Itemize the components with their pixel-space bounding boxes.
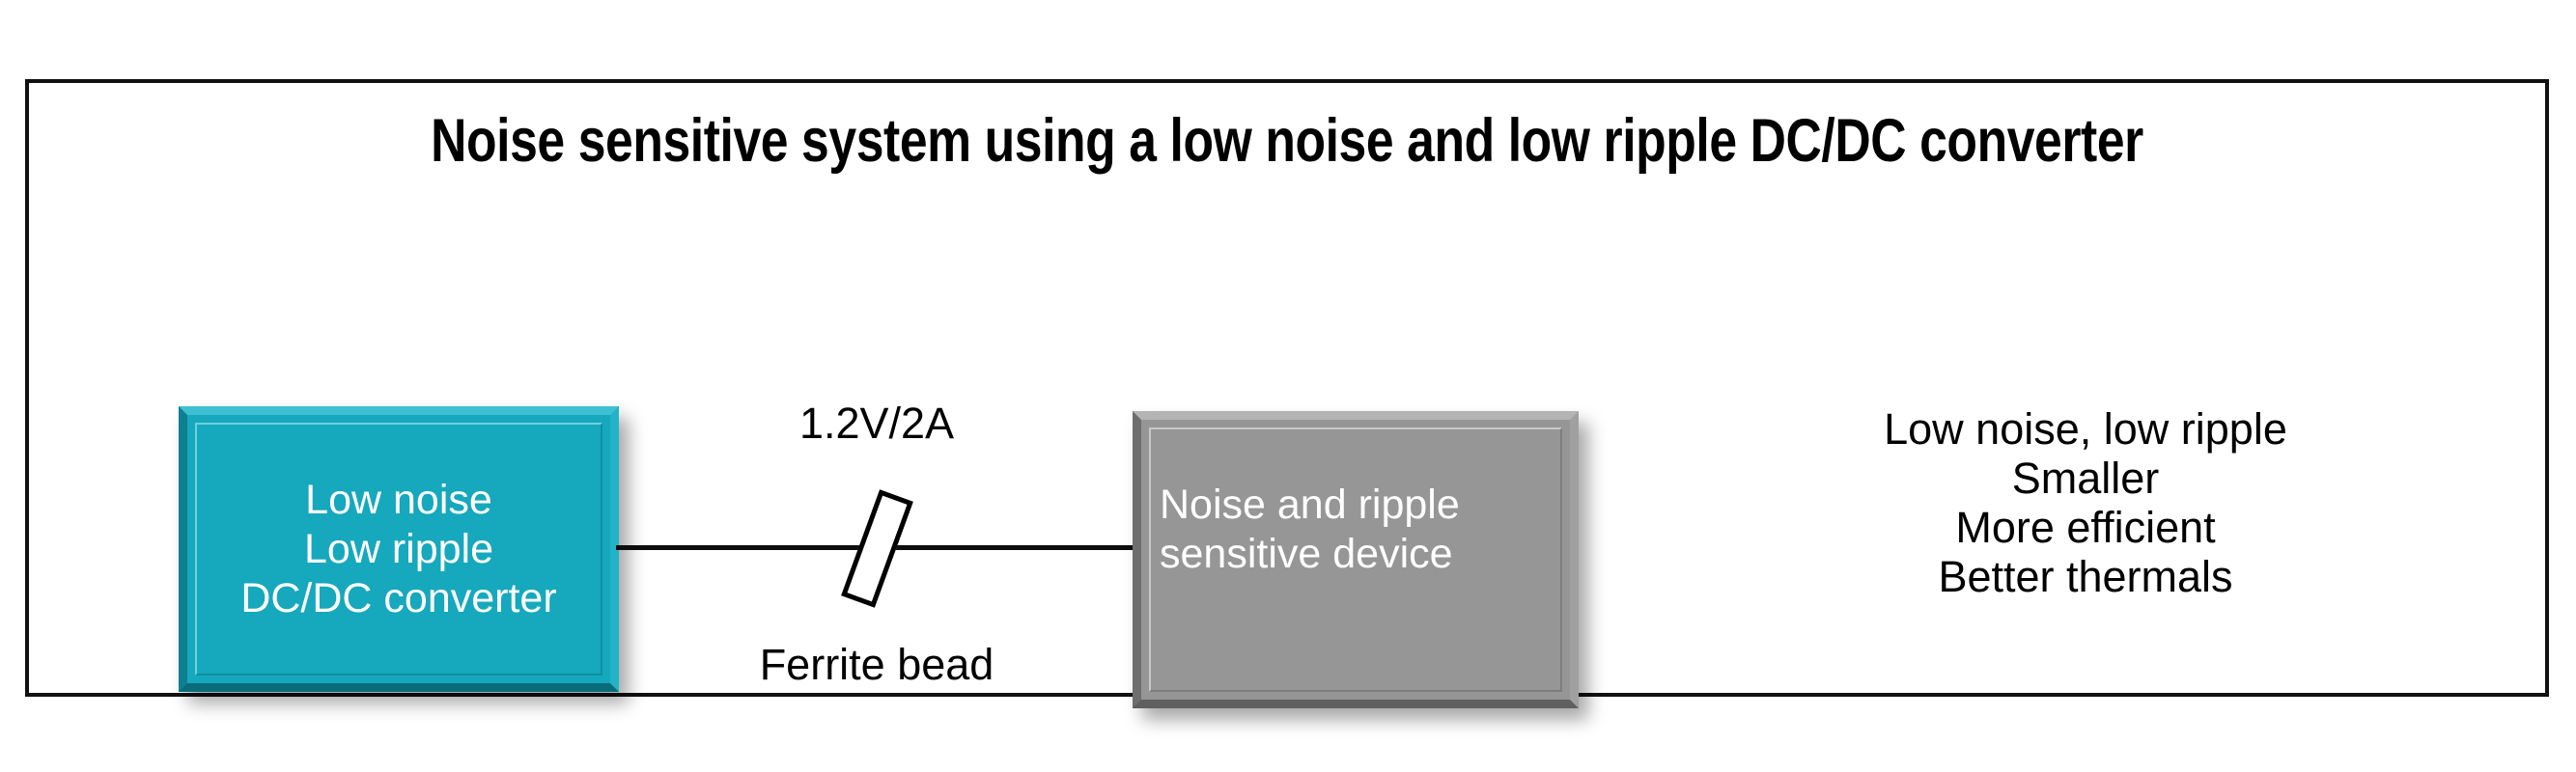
device-line-2: sensitive device: [1160, 531, 1453, 577]
converter-block-label: Low noise Low ripple DC/DC converter: [179, 406, 619, 692]
device-line-1: Noise and ripple: [1160, 482, 1460, 528]
benefit-item: Smaller: [2011, 454, 2160, 503]
voltage-label: 1.2V/2A: [798, 399, 955, 448]
slide-frame: Noise sensitive system using a low noise…: [25, 79, 2549, 708]
ferrite-bead-label: Ferrite bead: [759, 640, 994, 689]
device-block-face: [1133, 411, 1579, 708]
benefits-list: Low noise, low ripple Smaller More effic…: [1786, 404, 2385, 601]
device-block-bevel: [1149, 427, 1562, 692]
device-block-label: Noise and ripple sensitive device: [1133, 411, 1579, 708]
page-title: Noise sensitive system using a low noise…: [431, 107, 2143, 175]
converter-line-3: DC/DC converter: [240, 574, 557, 621]
converter-block[interactable]: Low noise Low ripple DC/DC converter: [179, 406, 619, 692]
converter-block-face: [179, 406, 619, 692]
converter-block-bevel: [195, 423, 602, 676]
benefit-item: More efficient: [1955, 503, 2216, 552]
device-block[interactable]: Noise and ripple sensitive device: [1133, 411, 1579, 708]
converter-line-2: Low ripple: [304, 525, 493, 572]
benefit-item: Low noise, low ripple: [1884, 404, 2287, 454]
benefit-item: Better thermals: [1938, 552, 2233, 601]
converter-line-1: Low noise: [305, 476, 492, 523]
